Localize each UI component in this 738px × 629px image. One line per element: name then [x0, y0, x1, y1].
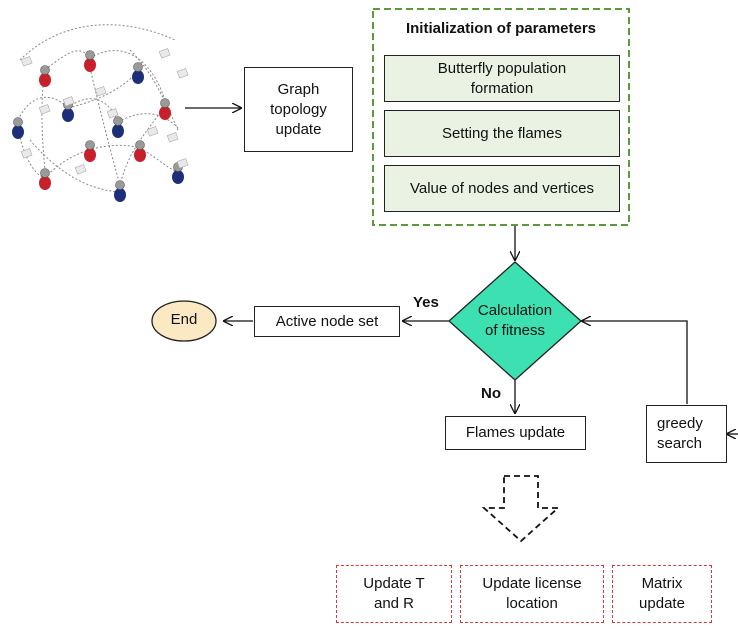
sub-step-update-t-r: Update T and R [336, 565, 452, 623]
person-node-icon [159, 98, 171, 120]
flames-update-box: Flames update [445, 416, 586, 450]
init-step-flames: Setting the flames [384, 110, 620, 157]
connectors [185, 108, 738, 434]
message-envelope-icon [20, 56, 33, 67]
no-label: No [481, 385, 501, 402]
message-envelope-icon [38, 104, 51, 115]
message-envelope-icon [146, 126, 159, 137]
message-envelope-icon [176, 158, 189, 169]
sub-step-matrix-update: Matrix update [612, 565, 712, 623]
message-envelope-icon [62, 96, 75, 107]
end-terminal [151, 300, 217, 342]
greedy-search-box: greedy search [646, 405, 727, 463]
person-node-icon [134, 140, 146, 162]
message-envelope-icon [20, 148, 33, 159]
init-parameters-container [372, 8, 630, 226]
graph-topology-update-box: Graph topology update [244, 67, 353, 152]
person-node-icon [112, 116, 124, 138]
message-envelope-icon [176, 68, 189, 79]
decision-label: Calculation of fitness [477, 302, 553, 339]
person-node-icon [39, 65, 51, 87]
message-envelope-icon [94, 86, 107, 97]
down-arrow-icon [481, 475, 561, 543]
active-node-set-box: Active node set [254, 306, 400, 337]
message-envelope-icon [106, 108, 119, 119]
message-envelope-icon [74, 164, 87, 175]
person-node-icon [39, 168, 51, 190]
person-node-icon [84, 140, 96, 162]
yes-label: Yes [413, 294, 439, 311]
init-step-population: Butterfly population formation [384, 55, 620, 102]
sub-step-update-license: Update license location [460, 565, 604, 623]
person-node-icon [84, 50, 96, 72]
message-envelope-icon [166, 132, 179, 143]
init-title: Initialization of parameters [405, 20, 597, 37]
person-node-icon [114, 180, 126, 202]
end-label: End [170, 311, 198, 328]
person-node-icon [12, 117, 24, 139]
init-step-nodes-vertices: Value of nodes and vertices [384, 165, 620, 212]
message-envelope-icon [158, 48, 171, 59]
fitness-decision-diamond [448, 261, 582, 381]
person-node-icon [132, 62, 144, 84]
